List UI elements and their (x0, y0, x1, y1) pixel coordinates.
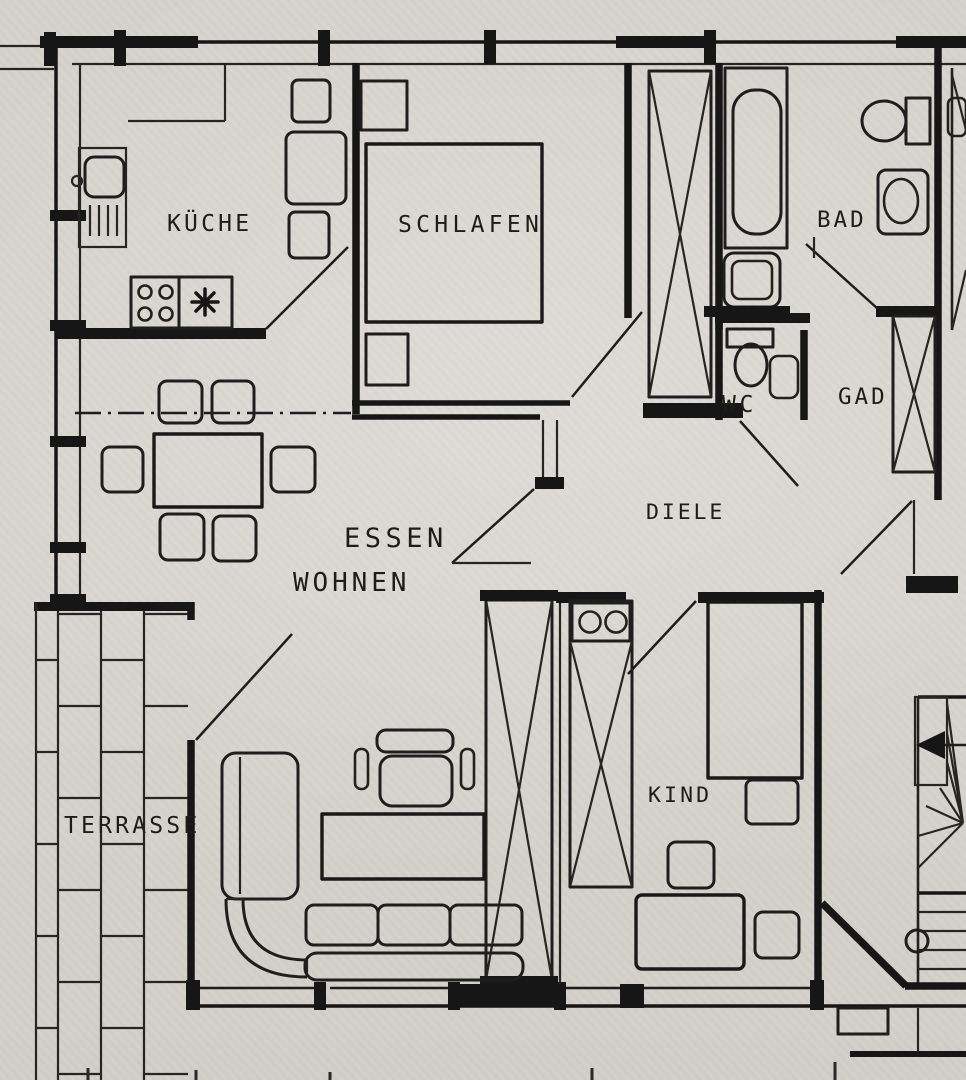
living-west-wall (187, 602, 293, 1006)
neighbour-unit-fragment (946, 68, 966, 331)
child-door-leaf (627, 600, 697, 675)
entry-door-leaf (840, 500, 913, 575)
nightstand (359, 79, 409, 132)
gad-corridor (840, 314, 958, 593)
room-label-terrasse: TERRASSE (64, 813, 200, 839)
coffee-table (320, 812, 486, 881)
wc-room (715, 313, 810, 487)
kitchen-cabinets (284, 78, 348, 260)
terrace (34, 602, 194, 1080)
toilet (725, 327, 775, 388)
corner-sofa (220, 751, 309, 979)
toilet (860, 96, 932, 146)
exterior-walls (0, 30, 966, 1010)
terrace-door-leaf (195, 633, 293, 741)
room-label-essen: ESSEN (344, 523, 448, 554)
room-label-wc: WC (722, 392, 757, 418)
kitchen-sink (83, 155, 126, 199)
hall-wardrobe (643, 69, 743, 418)
sofa (303, 903, 525, 982)
dining-area (75, 379, 351, 563)
bedroom (352, 63, 643, 565)
kitchen-door-leaf (265, 246, 349, 330)
drainer (88, 205, 119, 236)
nightstand (744, 778, 800, 826)
dishwasher-star (177, 275, 234, 330)
faucet (70, 174, 84, 188)
wardrobe-x (568, 599, 634, 889)
double-bed (364, 142, 544, 324)
winding-staircase (904, 695, 966, 988)
room-label-diele: DIELE (646, 500, 725, 525)
stove-4-burners (129, 275, 181, 330)
room-labels: KÜCHE SCHLAFEN BAD WC GAD DIELE ESSEN WO… (64, 207, 888, 839)
wardrobe-x (480, 590, 558, 988)
shaft (836, 1006, 890, 1036)
dining-chairs (100, 379, 317, 563)
wc-door-leaf (739, 420, 799, 487)
hall-door-leaf (451, 488, 535, 564)
armchair (353, 728, 476, 808)
scan-marks (86, 1062, 837, 1080)
room-label-bad: BAD (817, 207, 867, 233)
newel-post (904, 928, 930, 954)
room-label-kind: KIND (648, 783, 712, 808)
room-label-schlafen: SCHLAFEN (398, 212, 543, 238)
room-label-gad: GAD (838, 384, 888, 410)
desk (634, 893, 746, 971)
living-room (220, 728, 525, 982)
bathroom (704, 63, 938, 330)
washbasin (876, 168, 930, 236)
wc-shelf (768, 354, 800, 400)
chair (666, 840, 716, 890)
bathtub (723, 66, 789, 250)
wardrobe-x (891, 314, 937, 474)
stairwell (819, 695, 966, 1057)
room-label-kueche: KÜCHE (167, 209, 252, 237)
nightstand (364, 332, 410, 387)
chair (753, 910, 801, 960)
washbasin (722, 251, 782, 309)
bedroom-door-leaf (571, 311, 643, 398)
stair-diagonal-wall (819, 900, 909, 989)
stair-direction-arrow (916, 731, 966, 759)
child-bed (706, 600, 804, 780)
room-label-wohnen: WOHNEN (293, 568, 410, 598)
kitchen (56, 63, 360, 414)
terrace-paving (36, 611, 188, 1080)
bath-door-leaf (805, 243, 879, 310)
dining-table (152, 432, 264, 509)
